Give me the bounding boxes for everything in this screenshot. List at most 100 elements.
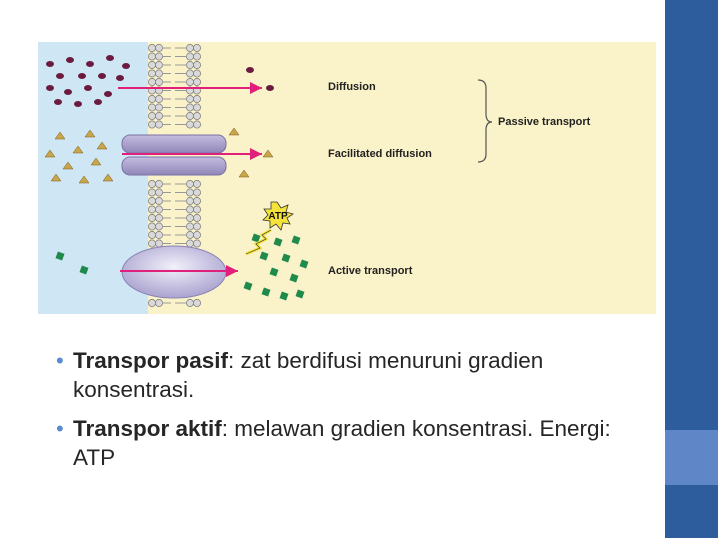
lipid-head <box>193 112 201 120</box>
lipid-head <box>193 52 201 61</box>
diffusion-molecule <box>46 85 54 91</box>
lipid-head <box>193 95 201 103</box>
active-transport-molecule <box>55 251 65 261</box>
lipid-head <box>193 231 201 239</box>
diffusion-molecule <box>116 75 124 81</box>
lipid-head <box>186 205 194 214</box>
lipid-head <box>155 95 163 103</box>
facilitated-molecule <box>62 161 74 170</box>
active-transport-molecules <box>55 233 309 301</box>
diffusion-molecule <box>54 99 62 105</box>
lipid-head <box>186 95 194 103</box>
facilitated-diffusion-label: Facilitated diffusion <box>328 148 432 160</box>
facilitated-molecule <box>96 141 108 150</box>
lipid-head <box>193 120 201 129</box>
lipid-head <box>148 78 156 86</box>
lipid-head <box>155 103 163 112</box>
bullet-dot: • <box>56 416 64 441</box>
bullet-term: Transpor pasif <box>73 348 229 373</box>
lipid-head <box>155 69 163 78</box>
lipid-head <box>155 197 163 205</box>
facilitated-molecule <box>84 129 96 138</box>
active-transport-molecule <box>259 251 269 261</box>
active-transport-molecule <box>79 265 89 275</box>
facilitated-molecule <box>262 149 274 158</box>
lipid-head <box>148 205 156 214</box>
facilitated-molecule <box>50 173 62 182</box>
diffusion-label: Diffusion <box>328 81 376 93</box>
lipid-head <box>155 180 163 188</box>
lipid-head <box>186 188 194 197</box>
lipid-head <box>148 222 156 231</box>
lipid-head <box>186 222 194 231</box>
bullet-active-transport: • Transpor aktif: melawan gradien konsen… <box>56 414 656 472</box>
lipid-head <box>186 103 194 112</box>
lipid-head <box>155 44 163 52</box>
lipid-head <box>155 214 163 222</box>
bullet-term: Transpor aktif <box>73 416 222 441</box>
diffusion-molecule <box>246 67 254 73</box>
diffusion-molecule <box>74 101 82 107</box>
active-transport-molecule <box>281 253 291 263</box>
lipid-head <box>148 239 156 248</box>
lipid-head <box>186 120 194 129</box>
lipid-head <box>155 205 163 214</box>
lipid-head <box>186 52 194 61</box>
lipid-head <box>193 214 201 222</box>
lipid-head <box>148 180 156 188</box>
active-transport-molecule <box>279 291 289 301</box>
lipid-head <box>148 120 156 129</box>
facilitated-molecules <box>44 127 274 184</box>
lipid-head <box>148 112 156 120</box>
active-transport-molecule <box>299 259 309 269</box>
lipid-head <box>193 197 201 205</box>
lipid-head <box>148 44 156 52</box>
lipid-head <box>155 112 163 120</box>
lipid-head <box>148 214 156 222</box>
active-transport-label: Active transport <box>328 265 413 277</box>
passive-transport-label: Passive transport <box>498 116 591 128</box>
diffusion-molecule <box>122 63 130 69</box>
lipid-head <box>155 188 163 197</box>
bullet-list: • Transpor pasif: zat berdifusi menuruni… <box>56 346 656 482</box>
facilitated-molecule <box>238 169 250 178</box>
lipid-head <box>193 78 201 86</box>
lipid-head <box>148 95 156 103</box>
diffusion-molecule <box>104 91 112 97</box>
diffusion-molecule <box>78 73 86 79</box>
lipid-head <box>155 52 163 61</box>
lipid-head <box>148 103 156 112</box>
lipid-head <box>193 69 201 78</box>
bullet-text: : zat berdifusi menuruni gradien konsent… <box>73 348 544 402</box>
lipid-head <box>193 239 201 248</box>
lipid-head <box>193 61 201 69</box>
active-transport-molecule <box>289 273 299 283</box>
facilitated-molecule <box>54 131 66 140</box>
lipid-head <box>148 197 156 205</box>
lipid-head <box>186 61 194 69</box>
diffusion-molecule <box>84 85 92 91</box>
membrane-transport-diagram: ATP Diffusion Facilitated diffusion Acti… <box>38 42 656 314</box>
lipid-head <box>193 44 201 52</box>
lipid-head <box>148 69 156 78</box>
lipid-head <box>193 299 201 307</box>
active-transport-molecule <box>295 289 305 299</box>
facilitated-molecule <box>228 127 240 136</box>
bullet-passive-transport: • Transpor pasif: zat berdifusi menuruni… <box>56 346 656 404</box>
active-transport-molecule <box>261 287 271 297</box>
lipid-head <box>148 61 156 69</box>
lipid-head <box>148 52 156 61</box>
lipid-head <box>186 239 194 248</box>
lipid-head <box>155 120 163 129</box>
lipid-head <box>186 231 194 239</box>
lipid-head <box>148 231 156 239</box>
lipid-head <box>186 69 194 78</box>
channel-protein <box>121 134 227 176</box>
facilitated-molecule <box>90 157 102 166</box>
lipid-head <box>193 103 201 112</box>
diffusion-molecule <box>56 73 64 79</box>
lipid-head <box>155 222 163 231</box>
lipid-head <box>193 188 201 197</box>
diffusion-molecules <box>46 55 274 107</box>
active-transport-molecule <box>243 281 253 291</box>
